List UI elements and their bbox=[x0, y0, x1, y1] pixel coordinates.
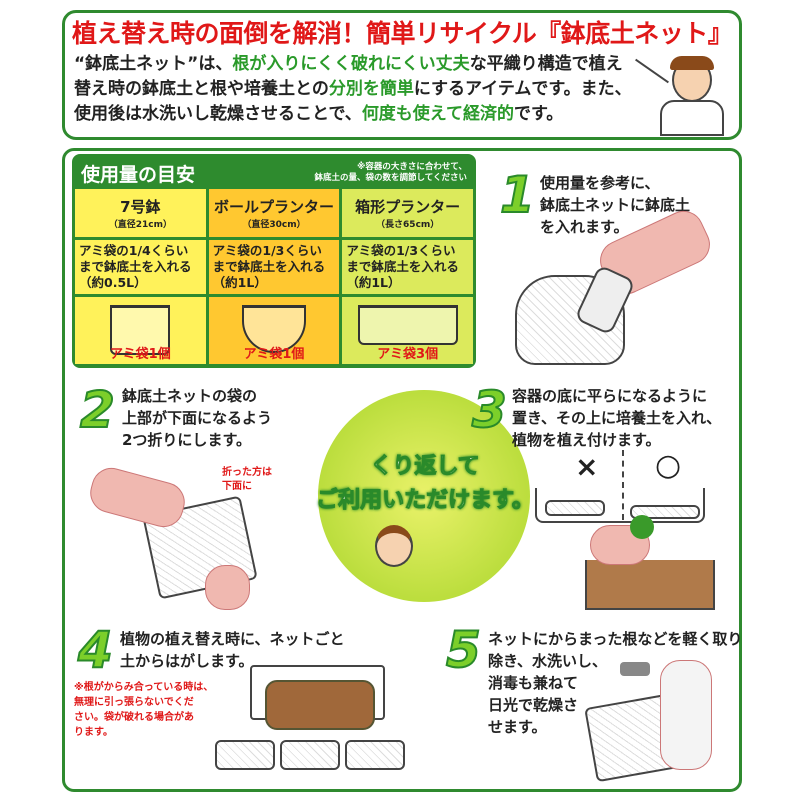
page-title: 植え替え時の面倒を解消！簡単リサイクル『鉢底土ネット』 bbox=[72, 19, 733, 48]
pot-illustration bbox=[110, 305, 171, 355]
glove-hand-illustration bbox=[660, 660, 712, 770]
planted-container-illustration bbox=[585, 560, 715, 610]
step-number-1: 1 bbox=[499, 166, 536, 224]
container-size: （直径30cm） bbox=[242, 220, 306, 230]
amount-line: （約1L） bbox=[212, 275, 267, 290]
amount-line: アミ袋の1/3くらい bbox=[212, 243, 322, 258]
intro-text-part: “鉢底土ネット”は、 bbox=[74, 54, 233, 74]
step-2-note: 折った方は下面に bbox=[222, 467, 272, 492]
container-illustration bbox=[535, 488, 705, 523]
bag-count: アミ袋1個 bbox=[109, 347, 171, 362]
amount-line: アミ袋の1/4くらい bbox=[79, 243, 189, 258]
scientist-illustration bbox=[635, 56, 730, 136]
step-1-text: 使用量を参考に、鉢底土ネットに鉢底土を入れます。 bbox=[540, 174, 691, 236]
intro-text-part: にするアイテムです。また、使用後は水洗いし乾燥させることで、 bbox=[74, 79, 632, 124]
repeat-use-text: くり返してご利用いただけます。 bbox=[316, 454, 535, 514]
faucet-icon bbox=[620, 662, 650, 676]
amount-line: まで鉢底土を入れる bbox=[212, 259, 326, 274]
amount-line: まで鉢底土を入れる bbox=[79, 259, 192, 274]
amount-line: （約1L） bbox=[346, 275, 401, 290]
step-number-4: 4 bbox=[77, 621, 114, 679]
soil-block-illustration bbox=[265, 680, 375, 730]
pot-illustration bbox=[357, 305, 458, 345]
step-5-text: ネットにからまった根などを軽く取り除き、水洗いし、消毒も兼ねて日光で乾燥させます… bbox=[488, 630, 743, 736]
step-number-2: 2 bbox=[79, 381, 116, 439]
usage-table: 使用量の目安 ※容器の大きさに合わせて、鉢底土の量、袋の数を調節してください 7… bbox=[72, 154, 476, 368]
container-name-cell: 7号鉢 （直径21cm） bbox=[75, 189, 206, 237]
usage-table-note: ※容器の大きさに合わせて、鉢底土の量、袋の数を調節してください bbox=[314, 162, 468, 183]
net-wrong-illustration bbox=[545, 500, 605, 516]
plant-icon bbox=[630, 515, 654, 539]
step-4-note: ※根がからみ合っている時は、無理に引っ張らないでください。袋が破れる場合がありま… bbox=[74, 682, 214, 738]
usage-table-title: 使用量の目安 bbox=[81, 163, 196, 186]
highlight-text: 分別を簡単 bbox=[328, 79, 414, 99]
container-size: （直径21cm） bbox=[108, 220, 172, 230]
instructions-box bbox=[62, 148, 742, 792]
container-name: 箱形プランター bbox=[355, 198, 461, 216]
step-number-3: 3 bbox=[471, 381, 508, 439]
container-size: （長さ65cm） bbox=[376, 220, 440, 230]
net-illustration bbox=[215, 740, 275, 770]
illustration-cell: アミ袋3個 bbox=[342, 297, 474, 364]
amount-line: アミ袋の1/3くらい bbox=[346, 243, 456, 258]
container-name: 7号鉢 bbox=[120, 198, 161, 216]
usage-column: 7号鉢 （直径21cm） アミ袋の1/4くらいまで鉢底土を入れる（約0.5L） ア… bbox=[75, 189, 206, 364]
usage-column: 箱形プランター （長さ65cm） アミ袋の1/3くらいまで鉢底土を入れる（約1L）… bbox=[342, 189, 474, 364]
highlight-text: 根が入りにくく破れにくい丈夫 bbox=[232, 54, 470, 74]
container-name-cell: ボールプランター （直径30cm） bbox=[208, 189, 340, 237]
step-number-5: 5 bbox=[445, 621, 482, 679]
amount-cell: アミ袋の1/3くらいまで鉢底土を入れる（約1L） bbox=[342, 240, 474, 294]
boy-face-icon bbox=[375, 525, 413, 567]
intro-text-part: です。 bbox=[513, 104, 564, 124]
amount-cell: アミ袋の1/4くらいまで鉢底土を入れる（約0.5L） bbox=[75, 240, 206, 294]
step-3-text: 容器の底に平らになるように置き、その上に培養土を入れ、植物を植え付けます。 bbox=[512, 387, 722, 449]
illustration-cell: アミ袋1個 bbox=[208, 297, 340, 364]
step-4-text: 植物の植え替え時に、ネットごと土からはがします。 bbox=[120, 630, 345, 670]
wrong-mark: × bbox=[575, 450, 599, 483]
container-name: ボールプランター bbox=[214, 198, 335, 216]
repeat-use-badge bbox=[318, 390, 530, 602]
divider bbox=[622, 450, 624, 520]
bag-count: アミ袋1個 bbox=[243, 347, 305, 362]
bag-count: アミ袋3個 bbox=[377, 347, 439, 362]
intro-box bbox=[62, 10, 742, 140]
container-name-cell: 箱形プランター （長さ65cm） bbox=[342, 189, 474, 237]
intro-text-part: な平織り構造で植え替え時の鉢底土と根や培養土との bbox=[74, 54, 623, 99]
correct-mark: ○ bbox=[655, 448, 682, 483]
usage-column: ボールプランター （直径30cm） アミ袋の1/3くらいまで鉢底土を入れる（約1L… bbox=[208, 189, 340, 364]
amount-line: （約0.5L） bbox=[79, 275, 147, 290]
amount-line: まで鉢底土を入れる bbox=[346, 259, 459, 274]
hand-illustration bbox=[205, 565, 250, 610]
amount-cell: アミ袋の1/3くらいまで鉢底土を入れる（約1L） bbox=[208, 240, 340, 294]
highlight-text: 何度も使えて経済的 bbox=[361, 104, 514, 124]
intro-text: “鉢底土ネット”は、根が入りにくく破れにくい丈夫な平織り構造で植え替え時の鉢底土… bbox=[74, 52, 634, 127]
illustration-cell: アミ袋1個 bbox=[75, 297, 206, 364]
net-illustration bbox=[345, 740, 405, 770]
net-illustration bbox=[280, 740, 340, 770]
